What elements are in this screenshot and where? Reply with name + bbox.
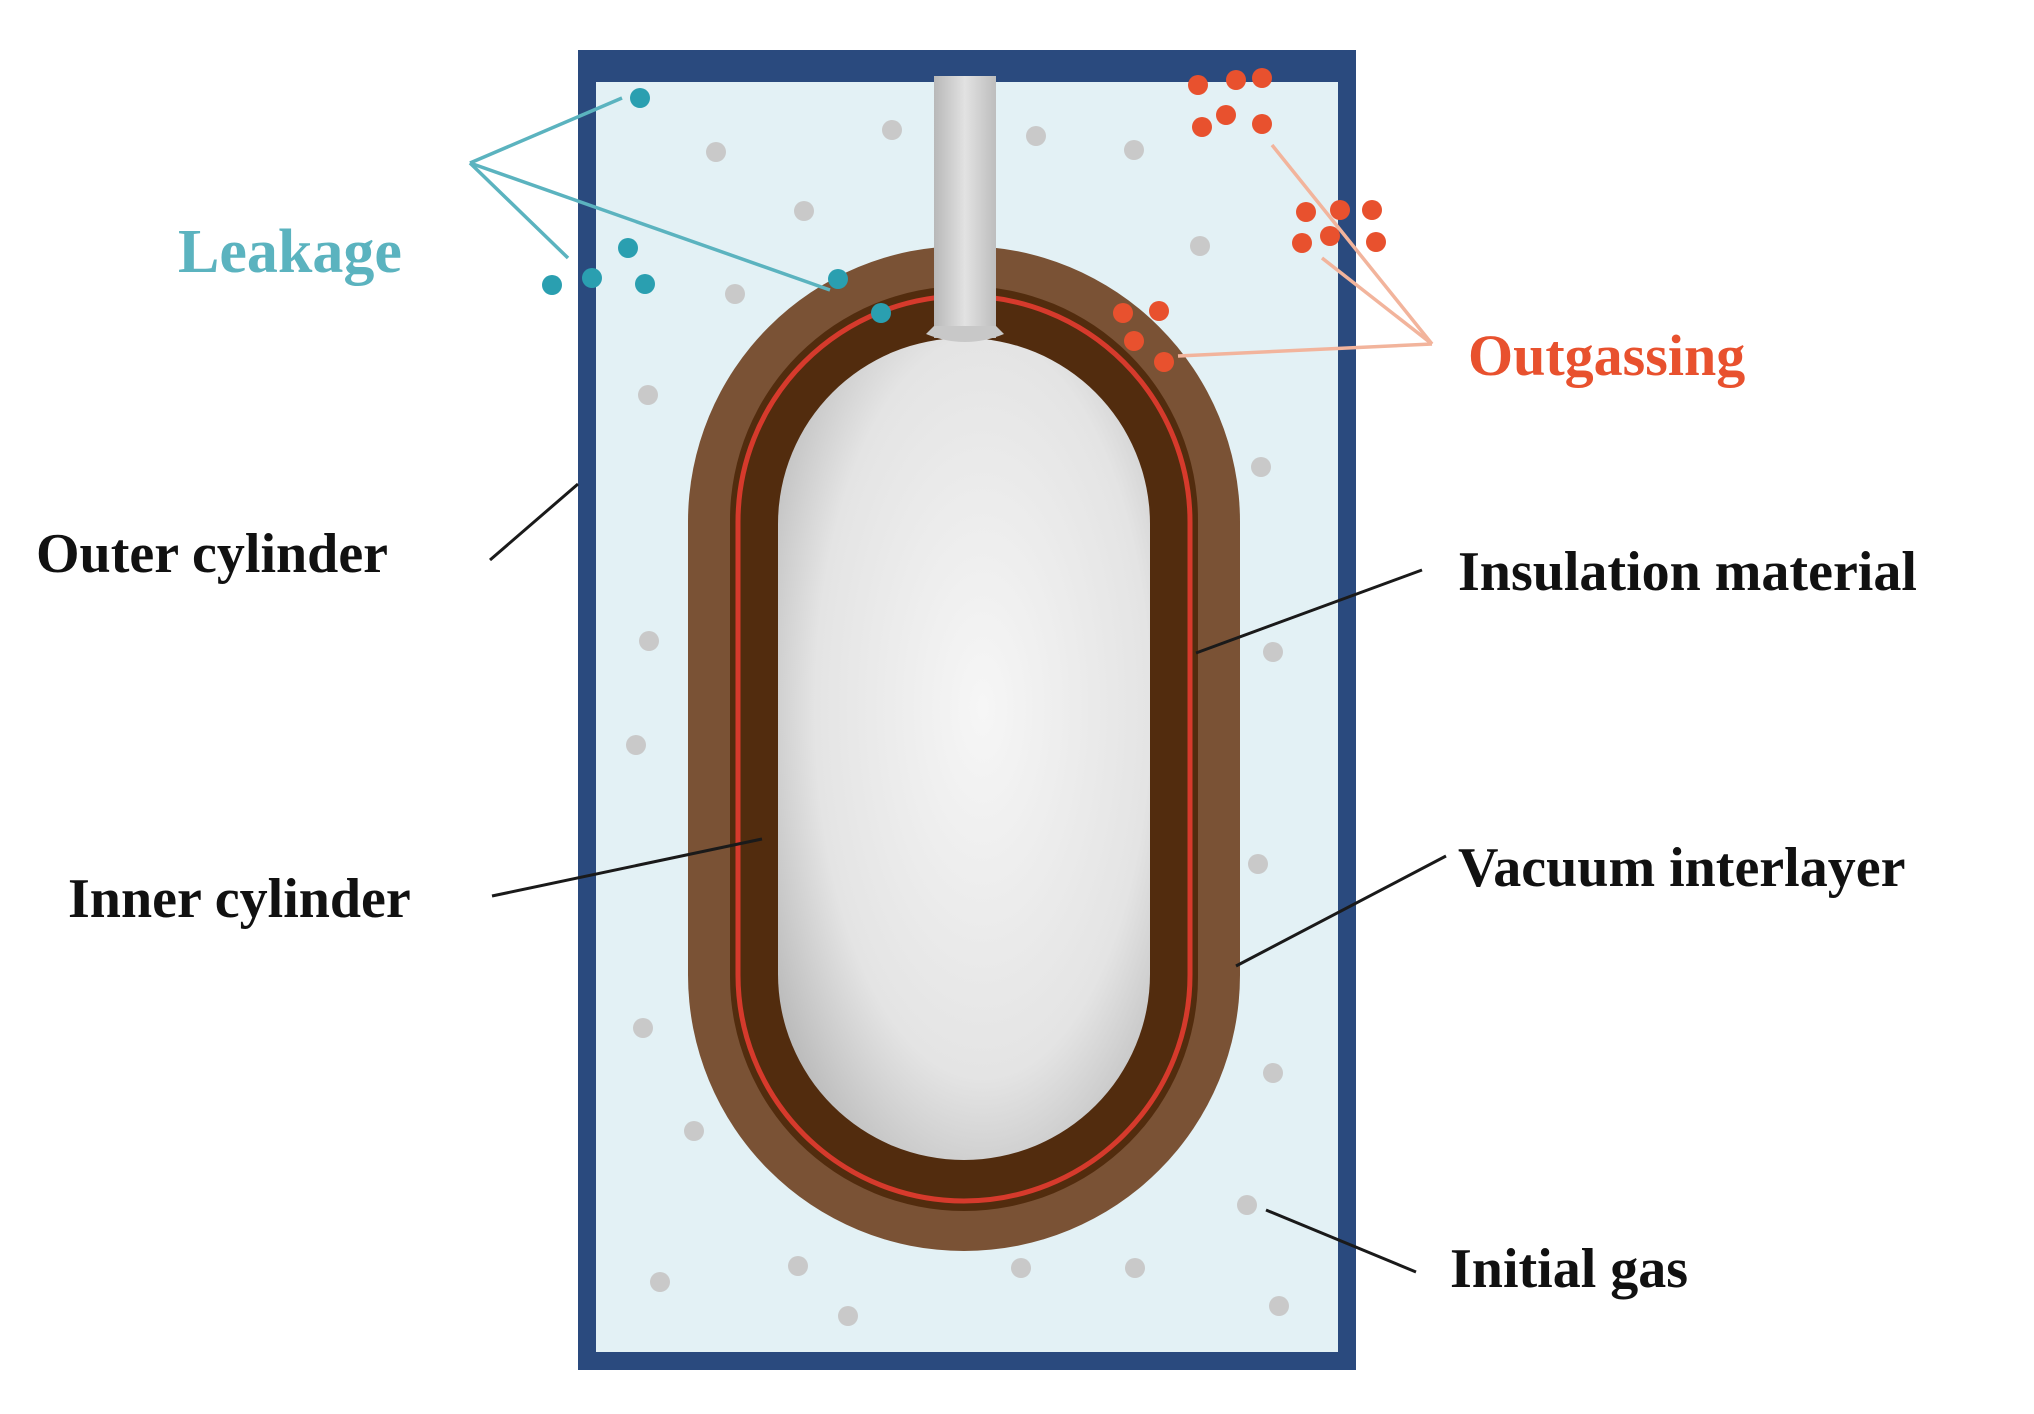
gas-particle: [882, 120, 902, 140]
outer-cylinder-label: Outer cylinder: [36, 523, 388, 585]
inner-cylinder-leader: [491, 837, 763, 898]
leakage-particle: [542, 275, 562, 295]
outgassing-particle: [1188, 75, 1208, 95]
gas-particle: [1237, 1195, 1257, 1215]
gas-particle: [650, 1272, 670, 1292]
gas-particle: [626, 735, 646, 755]
gas-particle: [638, 385, 658, 405]
outgassing-particle: [1124, 331, 1144, 351]
outgassing-particle: [1149, 301, 1169, 321]
gas-particle: [1263, 642, 1283, 662]
outgassing-particle: [1216, 105, 1236, 125]
initial-gas-leader: [1265, 1208, 1417, 1274]
leakage-particle: [828, 269, 848, 289]
outgassing-particle: [1192, 117, 1212, 137]
leakage-particle: [871, 303, 891, 323]
gas-particle: [684, 1121, 704, 1141]
outgassing-particle: [1296, 202, 1316, 222]
outer-cylinder-leader: [489, 482, 579, 562]
pipe: [934, 76, 996, 338]
gas-particle: [788, 1256, 808, 1276]
pipe-base: [926, 326, 1004, 342]
leakage-particles: [542, 88, 891, 323]
outgassing-particle: [1362, 200, 1382, 220]
outgassing-particle: [1252, 114, 1272, 134]
gas-particle: [1125, 1258, 1145, 1278]
gas-particle: [1011, 1258, 1031, 1278]
outgassing-particle: [1292, 233, 1312, 253]
outgassing-label: Outgassing: [1468, 323, 1745, 388]
insulation-material-label: Insulation material: [1458, 541, 1917, 603]
gas-particle: [1269, 1296, 1289, 1316]
gas-particle: [1263, 1063, 1283, 1083]
initial-gas-label: Initial gas: [1450, 1238, 1688, 1300]
gas-particle: [1248, 854, 1268, 874]
leakage-leader-lines: [468, 96, 831, 292]
initial-gas-particles: [626, 120, 1289, 1326]
outgassing-particles: [1113, 68, 1386, 372]
gas-particle: [639, 631, 659, 651]
outgassing-particle: [1154, 352, 1174, 372]
leakage-particle: [582, 268, 602, 288]
gas-particle: [1190, 236, 1210, 256]
inner-cylinder-label: Inner cylinder: [68, 868, 411, 930]
label-leader-lines: [489, 482, 1447, 1274]
gas-particle: [1251, 457, 1271, 477]
gas-particle: [633, 1018, 653, 1038]
leakage-particle: [618, 238, 638, 258]
outgassing-particle: [1330, 200, 1350, 220]
outgassing-particle: [1320, 226, 1340, 246]
outgassing-particle: [1226, 70, 1246, 90]
inner-cylinder: [778, 338, 1150, 1160]
gas-particle: [794, 201, 814, 221]
leakage-label: Leakage: [178, 218, 402, 286]
gas-particle: [706, 142, 726, 162]
vacuum-interlayer-leader: [1235, 854, 1447, 968]
vacuum-interlayer-label: Vacuum interlayer: [1458, 837, 1905, 899]
gas-particle: [725, 284, 745, 304]
outgassing-particle: [1366, 232, 1386, 252]
insulation-material-leader: [1195, 568, 1423, 655]
leakage-particle: [635, 274, 655, 294]
outgassing-particle: [1113, 303, 1133, 323]
outgassing-particle: [1252, 68, 1272, 88]
gas-particle: [838, 1306, 858, 1326]
leakage-particle: [630, 88, 650, 108]
gas-particle: [1026, 126, 1046, 146]
gas-particle: [1124, 140, 1144, 160]
outgassing-leader-lines: [1177, 143, 1434, 358]
